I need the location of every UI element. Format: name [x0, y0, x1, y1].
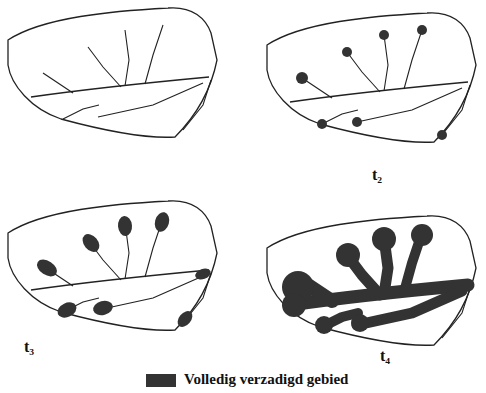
- time-label: t₂: [372, 166, 382, 184]
- time-label: t₄: [380, 347, 390, 365]
- catchment-t2: [267, 13, 476, 142]
- legend-swatch: [146, 374, 176, 387]
- legend-text: Volledig verzadigd gebied: [184, 371, 348, 388]
- catchment-t4: [267, 216, 476, 345]
- catchment-t3: [8, 201, 217, 330]
- time-label: t₃: [24, 338, 34, 356]
- catchment-t1: [8, 8, 217, 137]
